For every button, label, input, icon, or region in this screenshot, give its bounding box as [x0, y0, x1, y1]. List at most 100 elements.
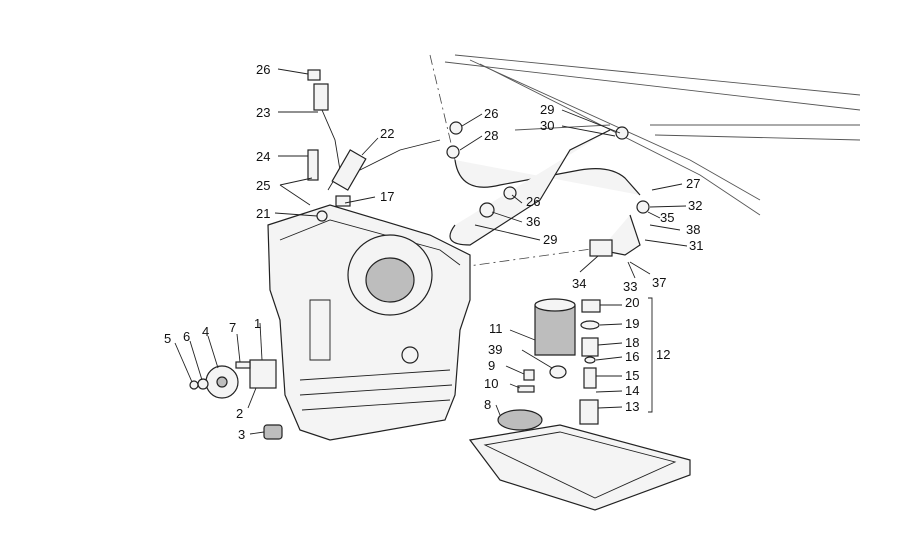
clamp-28 — [446, 145, 460, 159]
bolt — [235, 361, 251, 369]
plate-10 — [517, 385, 535, 393]
leader — [459, 135, 483, 151]
leader — [644, 239, 688, 247]
callout-20: 20 — [625, 295, 639, 310]
washer — [197, 378, 209, 390]
leader — [277, 68, 309, 75]
callout-10: 10 — [484, 376, 498, 391]
callout-13: 13 — [625, 399, 639, 414]
callout-33: 33 — [623, 279, 637, 294]
callout-8: 8 — [484, 397, 491, 412]
callout-32: 32 — [688, 198, 702, 213]
callout-29-b: 29 — [543, 232, 557, 247]
bolt-24 — [307, 149, 319, 181]
callout-23: 23 — [256, 105, 270, 120]
frame-tubes — [444, 54, 861, 216]
callout-4: 4 — [202, 324, 209, 339]
washer-26 — [449, 121, 463, 135]
callout-5: 5 — [164, 331, 171, 346]
leader — [649, 205, 687, 208]
frame-line — [514, 124, 611, 131]
leader — [207, 335, 219, 369]
callout-7: 7 — [229, 320, 236, 335]
leader — [509, 329, 536, 341]
leader — [236, 333, 241, 363]
leader — [595, 356, 623, 361]
bracket-34 — [589, 239, 613, 257]
breather-body — [331, 149, 367, 191]
callout-16: 16 — [625, 349, 639, 364]
clamp-30 — [615, 126, 629, 140]
hose-assembly — [446, 121, 650, 257]
callout-39: 39 — [488, 342, 502, 357]
leader — [651, 183, 683, 191]
leader — [597, 406, 623, 409]
callout-36: 36 — [526, 214, 540, 229]
crankcase — [267, 204, 471, 441]
crankcase-bore-inner — [365, 257, 415, 303]
callout-29-a: 29 — [540, 102, 554, 117]
callout-15: 15 — [625, 368, 639, 383]
callout-9: 9 — [488, 358, 495, 373]
leader — [579, 255, 599, 273]
callout-26: 26 — [256, 62, 270, 77]
filter-group — [534, 297, 653, 425]
leader — [505, 365, 525, 375]
leader — [649, 224, 681, 231]
leader — [597, 342, 623, 346]
cap — [307, 69, 321, 81]
callout-26-b: 26 — [484, 106, 498, 121]
leader — [344, 196, 376, 204]
axis-line — [429, 54, 456, 161]
breather-assembly — [307, 69, 441, 222]
leader — [174, 342, 193, 383]
crankcase-plug — [401, 346, 419, 364]
callout-11: 11 — [489, 321, 503, 336]
callout-24: 24 — [256, 149, 270, 164]
leader — [647, 211, 661, 219]
frame-line — [454, 54, 861, 96]
leader — [511, 194, 523, 204]
leader — [561, 125, 616, 137]
callout-37: 37 — [652, 275, 666, 290]
callout-35: 35 — [660, 210, 674, 225]
leader — [279, 177, 313, 206]
leader — [599, 323, 623, 326]
callout-28: 28 — [484, 128, 498, 143]
leader — [247, 387, 257, 409]
valve-13 — [579, 399, 599, 425]
callout-31: 31 — [689, 238, 703, 253]
frame-line — [469, 59, 761, 201]
oil-filter-11 — [534, 304, 576, 356]
callout-34: 34 — [572, 276, 586, 291]
leader — [249, 431, 265, 435]
leader — [495, 404, 501, 416]
crankcase-rib — [309, 299, 331, 361]
callout-12: 12 — [656, 347, 670, 362]
callout-26-c: 26 — [526, 194, 540, 209]
frame-line — [444, 61, 861, 111]
plug-20 — [581, 299, 601, 313]
leader-lines — [174, 68, 688, 435]
nut — [189, 380, 199, 390]
washer-16 — [584, 356, 596, 364]
spring-15 — [583, 367, 597, 389]
callout-27: 27 — [686, 176, 700, 191]
union-17 — [335, 195, 351, 207]
callout-19: 19 — [625, 316, 639, 331]
sprocket-hub — [216, 376, 228, 388]
leader — [595, 390, 623, 393]
oil-pump-group — [189, 359, 283, 440]
sensor — [313, 83, 329, 111]
callout-6: 6 — [183, 329, 190, 344]
crankcase-fins — [299, 369, 453, 411]
union-36 — [479, 202, 495, 218]
pipe — [359, 139, 441, 171]
oil-filter-top — [534, 298, 576, 312]
leader — [361, 137, 379, 156]
callout-1: 1 — [254, 316, 261, 331]
callout-25: 25 — [256, 178, 270, 193]
leader — [189, 340, 203, 381]
